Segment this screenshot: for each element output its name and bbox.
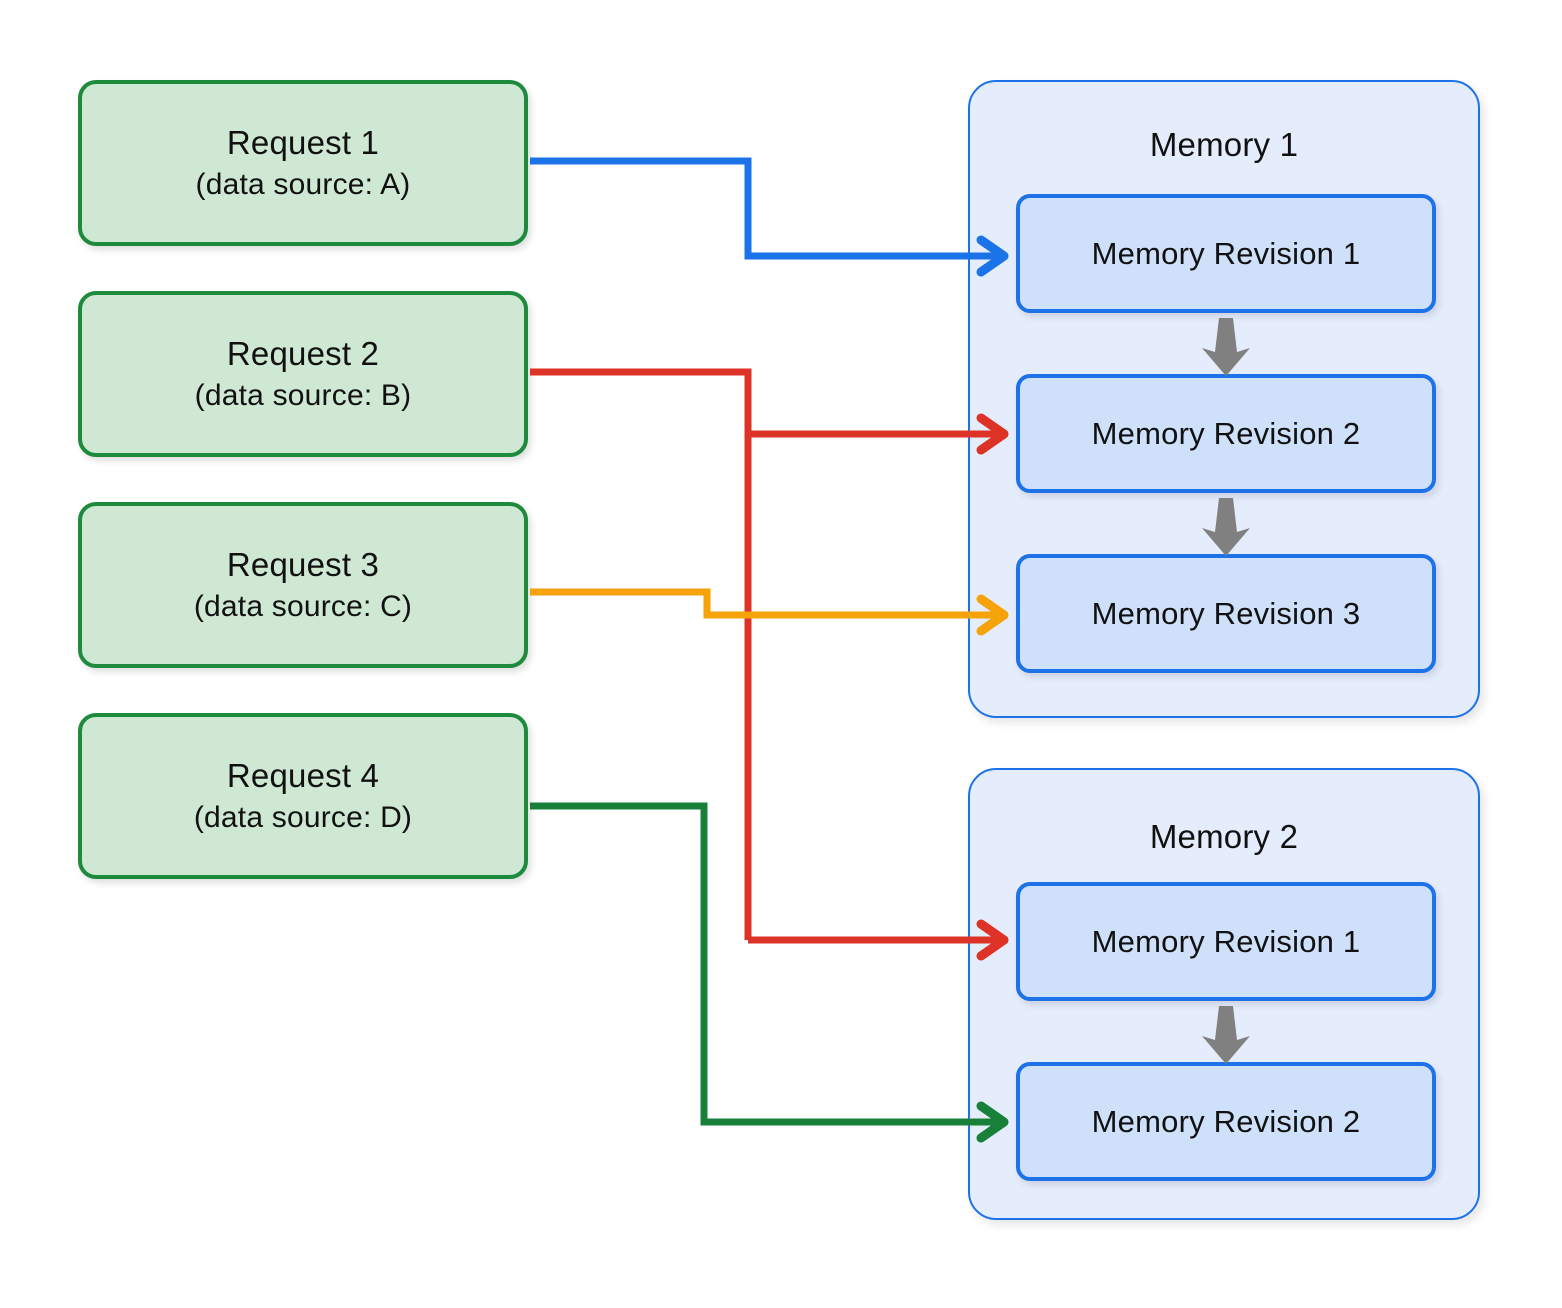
- request-box-4[interactable]: Request 4 (data source: D): [78, 713, 528, 879]
- memory-1-revision-1-box[interactable]: Memory Revision 1: [1016, 194, 1436, 313]
- request-1-title: Request 1: [226, 123, 380, 161]
- memory-1-revision-2-box[interactable]: Memory Revision 2: [1016, 374, 1436, 493]
- connector-request-2-to-memory-2-revision-1: [748, 919, 1009, 961]
- request-box-1[interactable]: Request 1 (data source: A): [78, 80, 528, 246]
- memory-1-revision-3-label: Memory Revision 3: [1091, 595, 1361, 631]
- memory-1-revision-3-box[interactable]: Memory Revision 3: [1016, 554, 1436, 673]
- request-box-3[interactable]: Request 3 (data source: C): [78, 502, 528, 668]
- memory-2-revision-2-box[interactable]: Memory Revision 2: [1016, 1062, 1436, 1181]
- memory-1-revision-2-label: Memory Revision 2: [1091, 415, 1361, 451]
- request-2-subtitle: (data source: B): [194, 378, 412, 412]
- request-4-subtitle: (data source: D): [193, 800, 413, 834]
- request-1-subtitle: (data source: A): [195, 167, 411, 201]
- memory-2-title: Memory 2: [1149, 818, 1299, 855]
- memory-1-title: Memory 1: [1149, 126, 1299, 163]
- request-box-2[interactable]: Request 2 (data source: B): [78, 291, 528, 457]
- connector-request-1-to-memory-1-revision-1: [530, 157, 1009, 277]
- memory-2-revision-1-label: Memory Revision 1: [1091, 923, 1361, 959]
- connector-request-2-to-memory-1-revision-2: [530, 368, 1009, 940]
- connector-request-4-to-memory-2-revision-2: [530, 802, 1009, 1143]
- request-2-title: Request 2: [226, 334, 380, 372]
- request-3-title: Request 3: [226, 545, 380, 583]
- memory-2-revision-2-label: Memory Revision 2: [1091, 1103, 1361, 1139]
- memory-2-revision-1-box[interactable]: Memory Revision 1: [1016, 882, 1436, 1001]
- request-4-title: Request 4: [226, 756, 380, 794]
- request-3-subtitle: (data source: C): [193, 589, 413, 623]
- memory-1-revision-1-label: Memory Revision 1: [1091, 235, 1361, 271]
- connector-request-3-to-memory-1-revision-3: [530, 588, 1009, 636]
